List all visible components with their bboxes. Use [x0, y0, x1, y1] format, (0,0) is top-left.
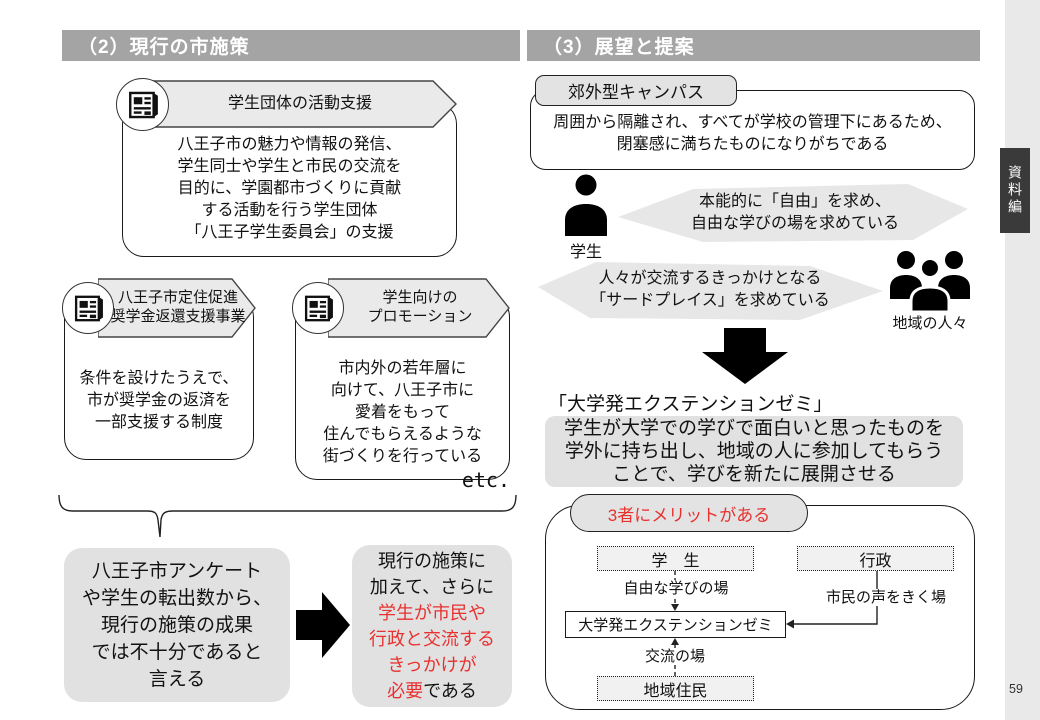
- student-bubble-line: 自由な学びの場を求めている: [690, 215, 899, 232]
- campus-tab-label: 郊外型キャンパス: [568, 83, 704, 102]
- community-speech-bubble-shape: [538, 262, 883, 320]
- campus-tab: 郊外型キャンパス: [535, 75, 737, 106]
- community-label: 地域の人々: [892, 315, 968, 332]
- card2-banner-line: 奨学金返還支援事業: [110, 308, 246, 325]
- card1-description: 八王子市の魅力や情報の発信、 学生同士や学生と市民の交流を 目的に、学園都市づく…: [126, 134, 453, 244]
- diagram-residents-box: 地域住民: [597, 676, 754, 701]
- section3-header: （3）展望と提案: [527, 30, 980, 61]
- card3-banner-line: 学生向けの: [382, 289, 458, 306]
- diagram-student-box: 学 生: [597, 546, 754, 571]
- need-line: 加えて、さらに: [369, 577, 495, 597]
- finding-line: では不十分であると: [91, 641, 263, 663]
- proposal-line: 学外に持ち出し、地域の人に参加してもらう: [564, 441, 944, 462]
- finding-line: 現行の施策の成果: [100, 614, 253, 636]
- diagram-student-label: 学 生: [651, 552, 700, 570]
- card2-description: 条件を設けたうえで、 市が奨学金の返済を 一部支援する制度: [68, 368, 250, 434]
- finding-line: や学生の転出数から、: [81, 587, 272, 609]
- diagram-residents-edge-label: 交流の場: [641, 648, 709, 665]
- finding-line: 言える: [148, 668, 206, 690]
- proposal-line: ことで、学びを新たに展開させる: [612, 464, 896, 485]
- need-box: 現行の施策に 加えて、さらに 学生が市民や 行政と交流する きっかけが 必要であ…: [352, 545, 512, 707]
- card1-banner-label: 学生団体の活動支援: [227, 95, 372, 112]
- community-bubble-line: 「サードプレイス」を求めている: [590, 292, 830, 309]
- grouping-brace: [58, 494, 517, 538]
- page-margin-strip: [1005, 0, 1040, 720]
- etc-label: etc.: [461, 468, 510, 492]
- card1-line: する活動を行う学生団体: [201, 202, 378, 219]
- diagram-government-edge-label: 市民の声をきく場: [823, 589, 949, 606]
- student-bubble-line: 本能的に「自由」を求め、: [698, 193, 891, 210]
- section2-header: （2）現行の市施策: [62, 30, 520, 61]
- student-person-icon: [565, 174, 607, 236]
- card3-banner-line: プロモーション: [367, 308, 473, 325]
- card2-line: 一部支援する制度: [94, 414, 223, 431]
- campus-line: 周囲から隔離され、すべてが学校の管理下にあるため、: [553, 114, 952, 131]
- student-speech-bubble: 本能的に「自由」を求め、 自由な学びの場を求めている: [650, 191, 940, 235]
- community-speech-bubble: 人々が交流するきっかけとなる 「サードプレイス」を求めている: [560, 268, 860, 312]
- down-arrow: [702, 328, 788, 384]
- merit-tab: 3者にメリットがある: [570, 494, 808, 532]
- card1-line: 八王子市の魅力や情報の発信、: [177, 136, 402, 153]
- card3-icon-circle: [292, 282, 344, 334]
- card3-banner-pennant: [328, 278, 510, 338]
- diagram-government-box: 行政: [797, 546, 954, 571]
- community-group-icon: [890, 251, 970, 312]
- diagram-government-label: 行政: [859, 552, 892, 570]
- card2-line: 条件を設けたうえで、: [79, 370, 239, 387]
- student-label: 学生: [569, 244, 602, 261]
- need-word-red: 必要: [387, 681, 424, 701]
- need-line-red: 行政と交流する: [369, 629, 495, 649]
- diagram-student-edge-label: 自由な学びの場: [620, 580, 732, 597]
- page-number: 59: [1009, 682, 1023, 696]
- card3-line: 市内外の若年層に: [338, 360, 467, 377]
- card2-icon-circle: [62, 282, 114, 334]
- campus-description: 周囲から隔離され、すべてが学校の管理下にあるため、 閉塞感に満ちたものになりがち…: [540, 112, 965, 156]
- card1-banner-pennant: [148, 80, 457, 128]
- finding-line: 八王子市アンケート: [91, 560, 263, 582]
- card3-line: 街づくりを行っている: [322, 448, 483, 465]
- card3-description: 市内外の若年層に 向けて、八王子市に 愛着をもって 住んでもらえるような 街づく…: [300, 358, 505, 468]
- proposal-box: 学生が大学での学びで面白いと思ったものを 学外に持ち出し、地域の人に参加してもら…: [545, 416, 963, 487]
- card3-line: 愛着をもって: [354, 404, 451, 421]
- card1-body-box: [122, 102, 457, 257]
- card3-banner-label: 学生向けの プロモーション: [345, 288, 495, 326]
- diagram-center-box: 大学発エクステンションゼミ: [565, 611, 786, 638]
- student-speech-bubble-shape: [618, 184, 968, 242]
- card2-banner-pennant: [98, 278, 256, 338]
- card1-line: 「八王子学生委員会」の支援: [185, 224, 394, 241]
- community-bubble-line: 人々が交流するきっかけとなる: [598, 270, 822, 287]
- card3-line: 住んでもらえるような: [323, 426, 482, 443]
- card1-line: 学生同士や学生と市民の交流を: [177, 158, 402, 175]
- proposal-line: 学生が大学での学びで面白いと思ったものを: [563, 418, 944, 439]
- newspaper-icon: [304, 295, 333, 321]
- newspaper-icon: [74, 295, 103, 321]
- need-line-mixed: 必要である: [352, 678, 512, 704]
- merit-diagram-container: [545, 505, 975, 710]
- card2-banner-line: 八王子市定住促進: [117, 289, 238, 306]
- section3-title: （3）展望と提案: [543, 37, 695, 58]
- finding-box: 八王子市アンケート や学生の転出数から、 現行の施策の成果 では不十分であると …: [64, 548, 290, 702]
- merit-tab-label: 3者にメリットがある: [607, 505, 771, 525]
- section2-title: （2）現行の市施策: [78, 37, 250, 58]
- card2-line: 市が奨学金の返済を: [86, 392, 231, 409]
- campus-line: 閉塞感に満ちたものになりがちである: [616, 136, 889, 153]
- newspaper-icon: [128, 91, 158, 118]
- need-line-red: 学生が市民や: [378, 603, 486, 623]
- diagram-center-label: 大学発エクステンションゼミ: [578, 617, 773, 634]
- need-word-black: である: [423, 681, 477, 701]
- card1-icon-circle: [116, 78, 169, 131]
- side-tab-shiryohen: 資料編: [1000, 148, 1030, 233]
- card2-banner-label: 八王子市定住促進 奨学金返還支援事業: [108, 288, 248, 326]
- card3-line: 向けて、八王子市に: [330, 382, 475, 399]
- right-arrow: [296, 592, 350, 658]
- need-line: 現行の施策に: [378, 551, 486, 571]
- need-line-red: きっかけが: [387, 655, 477, 675]
- card1-line: 目的に、学園都市づくりに貢献: [177, 180, 402, 197]
- side-tab-label: 資料編: [1007, 165, 1023, 216]
- diagram-residents-label: 地域住民: [643, 682, 708, 700]
- proposal-title: 「大学発エクステンションゼミ」: [548, 394, 833, 415]
